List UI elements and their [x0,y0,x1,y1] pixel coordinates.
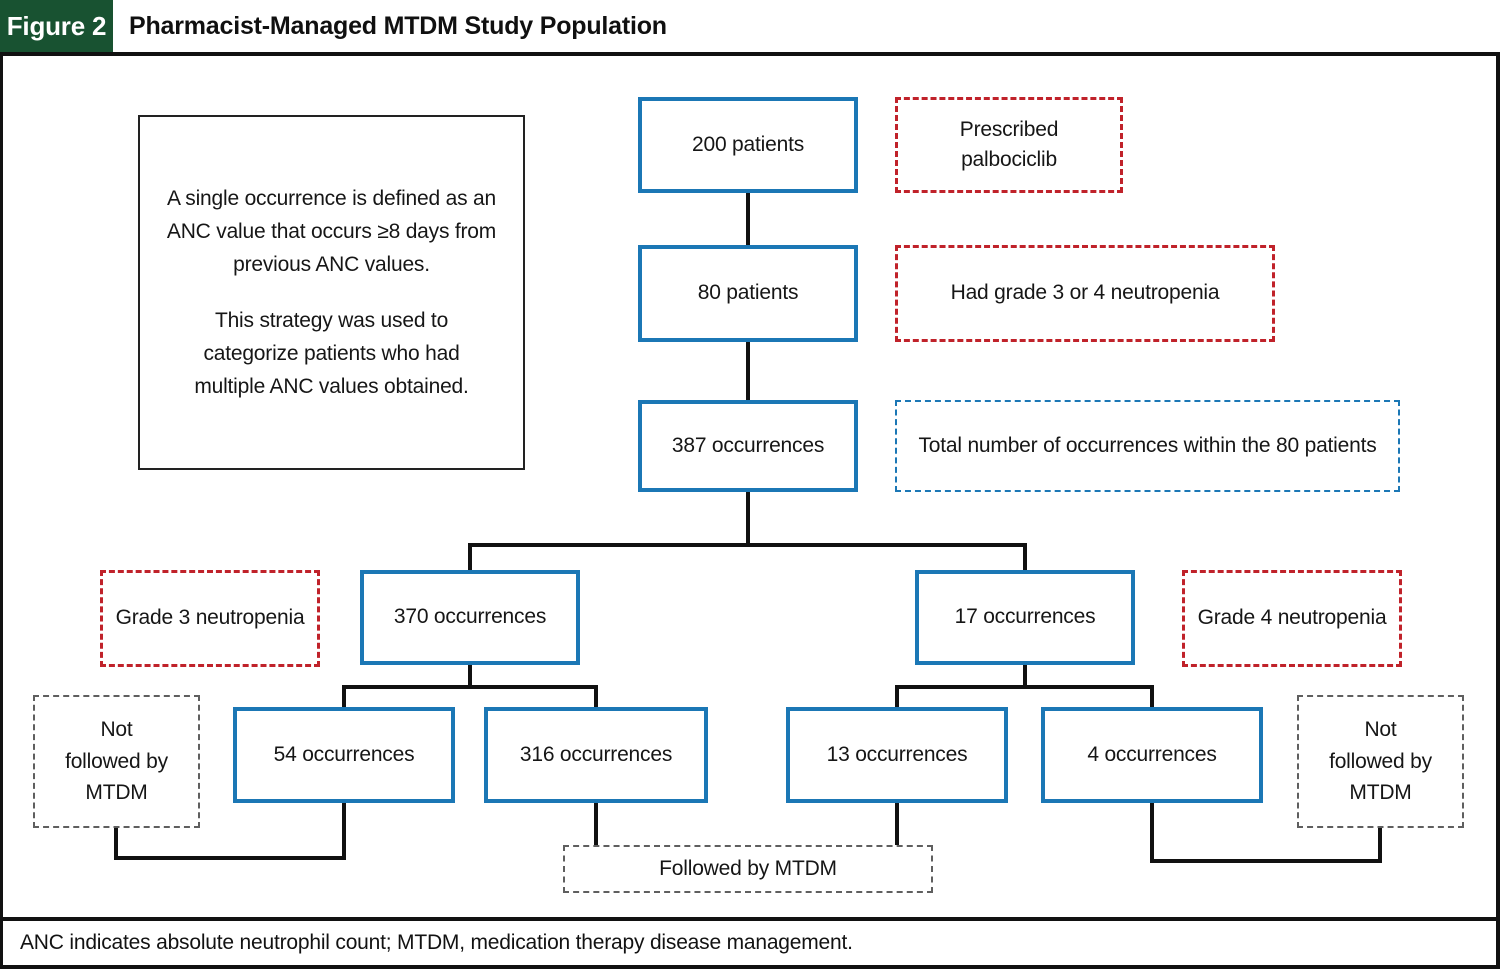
node-316-occurrences: 316 occurrences [484,707,708,803]
annotation-prescribed-label: Prescribed palbociclib [959,117,1059,171]
node-200-patients: 200 patients [638,97,858,193]
definition-paragraph-1: A single occurrence is defined as an ANC… [166,186,497,277]
connector-drop-13 [895,685,899,707]
node-200-patients-label: 200 patients [691,132,805,156]
annotation-not-followed-right-label: Not followed by MTDM [1329,718,1432,805]
annotation-grade-3-or-4: Had grade 3 or 4 neutropenia [895,245,1275,342]
annotation-not-followed-right: Not followed by MTDM [1297,695,1464,828]
node-17-occurrences: 17 occurrences [915,570,1135,665]
connector-drop-316 [594,685,598,707]
node-54-occurrences-label: 54 occurrences [273,742,415,766]
node-4-occurrences: 4 occurrences [1041,707,1263,803]
annotation-grade-3: Grade 3 neutropenia [100,570,320,667]
node-316-occurrences-label: 316 occurrences [519,742,673,766]
connector-drop-17 [1023,543,1027,570]
connector-200-to-80 [746,193,750,245]
footnote-divider-line [0,917,1500,921]
annotation-followed-by-mtdm: Followed by MTDM [563,845,933,893]
connector-not-followed-right-up [1378,828,1382,863]
annotation-prescribed-palbociclib: Prescribed palbociclib [895,97,1123,193]
node-387-occurrences: 387 occurrences [638,400,858,492]
figure-label: Figure 2 [6,10,107,41]
frame-bottom-line [0,965,1500,969]
connector-387-stem [746,492,750,547]
connector-316-to-followed [594,803,598,845]
node-13-occurrences-label: 13 occurrences [826,742,968,766]
connector-4-to-not-followed [1150,859,1382,863]
node-54-occurrences: 54 occurrences [233,707,455,803]
header-divider-line [0,52,1500,56]
connector-370-stem [468,665,472,689]
node-80-patients-label: 80 patients [697,281,799,305]
connector-17-stem [1023,665,1027,689]
annotation-total-occurrences-label: Total number of occurrences within the 8… [918,433,1377,457]
node-370-occurrences-label: 370 occurrences [393,605,547,629]
connector-drop-4 [1150,685,1154,707]
figure-label-badge: Figure 2 [0,0,113,52]
node-80-patients: 80 patients [638,245,858,342]
definition-paragraph-2: This strategy was used to categorize pat… [194,308,469,398]
frame-right-line [1496,52,1500,969]
annotation-grade-3-label: Grade 3 neutropenia [115,606,305,630]
annotation-grade-3-or-4-label: Had grade 3 or 4 neutropenia [950,281,1220,305]
connector-54-to-not-followed [114,856,346,860]
connector-54-down [342,803,346,860]
figure-title: Pharmacist-Managed MTDM Study Population [129,11,667,40]
annotation-not-followed-left: Not followed by MTDM [33,695,200,828]
connector-not-followed-left-up [114,828,118,860]
node-4-occurrences-label: 4 occurrences [1087,742,1217,766]
node-387-occurrences-label: 387 occurrences [671,433,825,457]
connector-drop-54 [342,685,346,707]
annotation-not-followed-left-label: Not followed by MTDM [65,718,168,805]
annotation-grade-4-label: Grade 4 neutropenia [1197,606,1387,630]
connector-80-to-387 [746,342,750,400]
connector-13-to-followed [895,803,899,845]
connector-drop-370 [468,543,472,570]
node-13-occurrences: 13 occurrences [786,707,1008,803]
connector-4-down [1150,803,1154,863]
connector-17-split [895,685,1154,689]
figure-footnote: ANC indicates absolute neutrophil count;… [20,931,853,954]
annotation-followed-by-mtdm-label: Followed by MTDM [659,856,837,880]
connector-370-split [342,685,598,689]
node-17-occurrences-label: 17 occurrences [954,605,1096,629]
annotation-grade-4: Grade 4 neutropenia [1182,570,1402,667]
node-370-occurrences: 370 occurrences [360,570,580,665]
frame-left-line [0,52,3,969]
annotation-total-occurrences: Total number of occurrences within the 8… [895,400,1400,492]
connector-main-split [468,543,1027,547]
definition-note-box: A single occurrence is defined as an ANC… [138,115,525,470]
